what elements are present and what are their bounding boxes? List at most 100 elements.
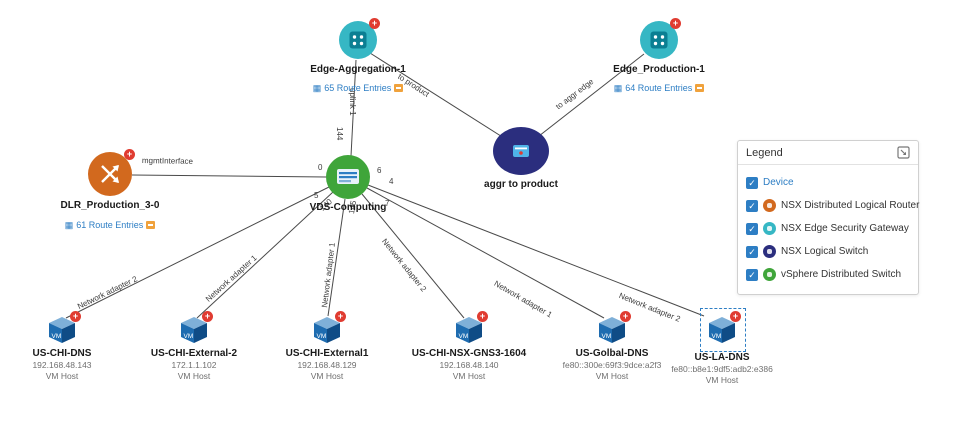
host-node-us-chi-dns[interactable]: VM: [46, 311, 81, 346]
port-label: 7: [385, 199, 390, 208]
export-icon: [695, 84, 705, 92]
plus-badge-icon: [620, 311, 631, 322]
host-type: VM Host: [705, 375, 739, 385]
legend-item-label: vSphere Distributed Switch: [781, 269, 902, 280]
host-type: VM Host: [45, 371, 79, 381]
host-address: 172.1.1.102: [171, 360, 217, 370]
host-name: US-LA-DNS: [694, 352, 750, 363]
nsx-logical-switch-icon: [513, 145, 529, 157]
legend-item-logical-switch[interactable]: NSX Logical Switch: [746, 240, 910, 263]
nsx-edge-gateway-icon: [650, 31, 668, 49]
vm-host-icon: VM: [181, 317, 207, 343]
node-dlr-production[interactable]: [88, 149, 135, 196]
nsx-edge-gateway-icon: [349, 31, 367, 49]
plus-badge-icon: [335, 311, 346, 322]
plus-badge-icon: [477, 311, 488, 322]
export-icon: [394, 84, 404, 92]
host-node-us-chi-external-2[interactable]: VM: [178, 311, 213, 346]
host-address: 192.168.48.129: [297, 360, 357, 370]
host-name: US-Golbal-DNS: [575, 348, 649, 359]
svg-text:VM: VM: [317, 333, 327, 340]
svg-text:VM: VM: [602, 333, 612, 340]
host-address: fe80::300e:69f3:9dce:a2f3: [562, 360, 662, 370]
legend-item-vds[interactable]: vSphere Distributed Switch: [746, 263, 910, 286]
svg-text:VM: VM: [184, 333, 194, 340]
export-icon: [146, 221, 156, 229]
host-address: 192.168.48.140: [439, 360, 499, 370]
nsx-edge-gateway-icon: [763, 222, 776, 235]
route-entries-text[interactable]: 64 Route Entries: [625, 83, 693, 93]
host-node-us-chi-external1[interactable]: VM: [311, 311, 346, 346]
legend-checkbox[interactable]: [746, 176, 758, 189]
host-address: fe80::b8e1:9df5:adb2:e386: [671, 364, 773, 374]
nsx-distributed-logical-router-icon: [101, 165, 119, 183]
legend-header: Legend: [738, 141, 918, 165]
host-type: VM Host: [310, 371, 344, 381]
legend-checkbox[interactable]: [746, 199, 758, 212]
legend-item-label: Device: [763, 177, 794, 188]
node-label: VDS-Computing: [309, 202, 387, 213]
route-entries-text[interactable]: 61 Route Entries: [76, 220, 144, 230]
node-label: DLR_Production_3-0: [60, 200, 160, 211]
legend-title: Legend: [746, 146, 783, 159]
host-name: US-CHI-NSX-GNS3-1604: [411, 348, 527, 359]
legend-item-edge-gateway[interactable]: NSX Edge Security Gateway: [746, 217, 910, 240]
vm-host-icon: VM: [709, 317, 735, 343]
legend-item-dlr[interactable]: NSX Distributed Logical Router: [746, 194, 919, 217]
table-icon: ▦: [312, 82, 322, 93]
legend-item-label: NSX Logical Switch: [781, 246, 869, 257]
table-icon: ▦: [613, 82, 623, 93]
plus-badge-icon: [369, 18, 380, 29]
port-label: 144: [335, 127, 344, 141]
node-aggr-to-product[interactable]: [493, 127, 549, 175]
host-type: VM Host: [595, 371, 629, 381]
host-type: VM Host: [177, 371, 211, 381]
node-vds-computing[interactable]: [326, 155, 370, 199]
legend-checkbox[interactable]: [746, 245, 758, 258]
legend-checkbox[interactable]: [746, 268, 758, 281]
host-name: US-CHI-DNS: [32, 348, 92, 359]
svg-text:VM: VM: [459, 333, 469, 340]
port-label: 0: [318, 163, 323, 172]
route-entries-text[interactable]: 65 Route Entries: [324, 83, 392, 93]
node-edge-aggregation-1[interactable]: [339, 18, 380, 59]
port-label: 4: [389, 177, 394, 186]
host-node-us-golbal-dns[interactable]: VM: [596, 311, 631, 346]
legend-item-label: NSX Edge Security Gateway: [781, 223, 909, 234]
route-entries-link[interactable]: ▦ 61 Route Entries: [35, 220, 185, 230]
node-edge-production-1[interactable]: [640, 18, 681, 59]
node-label: aggr to product: [484, 179, 558, 190]
svg-text:VM: VM: [712, 333, 722, 340]
plus-badge-icon: [124, 149, 135, 160]
route-entries-link[interactable]: ▦ 64 Route Entries: [584, 83, 734, 93]
host-type: VM Host: [452, 371, 486, 381]
legend-item-device[interactable]: Device: [746, 171, 910, 194]
vsphere-distributed-switch-icon: [763, 268, 776, 281]
table-icon: ▦: [64, 219, 74, 230]
plus-badge-icon: [730, 311, 741, 322]
plus-badge-icon: [202, 311, 213, 322]
legend-checkbox[interactable]: [746, 222, 758, 235]
nsx-distributed-logical-router-icon: [763, 199, 776, 212]
host-address: 192.168.48.143: [32, 360, 92, 370]
legend-collapse-icon[interactable]: [897, 146, 910, 159]
host-node-us-la-dns[interactable]: VM: [706, 311, 741, 346]
host-name: US-CHI-External-2: [150, 348, 238, 359]
host-node-us-chi-nsx-gns3[interactable]: VM: [453, 311, 488, 346]
vsphere-distributed-switch-icon: [337, 169, 359, 184]
node-label: Edge_Production-1: [613, 64, 705, 75]
port-label: 6: [377, 166, 382, 175]
legend-item-label: NSX Distributed Logical Router: [781, 200, 920, 211]
edge-label-mgmt: mgmtInterface: [141, 156, 194, 166]
port-label: 5: [314, 191, 319, 200]
vm-host-icon: VM: [314, 317, 340, 343]
vm-host-icon: VM: [599, 317, 625, 343]
route-entries-link[interactable]: ▦ 65 Route Entries: [283, 83, 433, 93]
vm-host-icon: VM: [456, 317, 482, 343]
plus-badge-icon: [670, 18, 681, 29]
legend-items: Device NSX Distributed Logical Router NS…: [738, 165, 919, 294]
svg-text:VM: VM: [52, 333, 62, 340]
plus-badge-icon: [70, 311, 81, 322]
